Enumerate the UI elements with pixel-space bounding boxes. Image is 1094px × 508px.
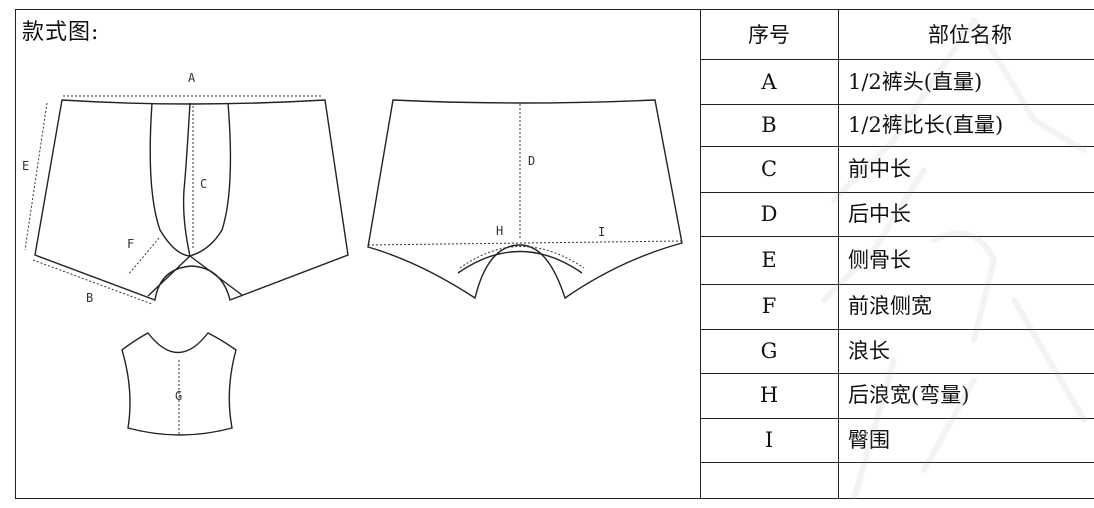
row-code: E (761, 248, 777, 272)
measure-line-B (32, 259, 153, 305)
row-code: F (761, 294, 777, 318)
row-line (700, 284, 1094, 285)
label-F: F (127, 237, 134, 251)
front-seam (182, 102, 191, 257)
measure-line-F (127, 237, 160, 276)
gusset-outline (121, 332, 237, 436)
label-G: G (175, 389, 182, 403)
label-C: C (200, 177, 207, 191)
measure-line-E (24, 102, 48, 251)
row-line (700, 373, 1094, 374)
garment-sketch: A E C F B D H I G (22, 71, 683, 436)
row-name: 前浪侧宽 (848, 294, 932, 318)
row-line (700, 329, 1094, 330)
front-pouch (149, 102, 232, 257)
row-name: 1/2裤头(直量) (848, 70, 983, 94)
row-code: I (764, 428, 774, 452)
row-line (700, 418, 1094, 419)
divider-code-name (838, 9, 839, 499)
row-line (700, 146, 1094, 147)
row-line (700, 462, 1094, 463)
row-line (700, 192, 1094, 193)
row-name: 臀围 (848, 428, 890, 452)
row-name: 浪长 (848, 339, 890, 363)
sketch-title: 款式图: (22, 20, 100, 45)
row-code: B (761, 113, 777, 137)
measure-line-I (367, 240, 683, 246)
row-name: 前中长 (848, 157, 911, 181)
row-code: G (760, 339, 778, 363)
label-A: A (188, 71, 196, 85)
row-code: A (761, 70, 777, 94)
row-line (700, 236, 1094, 237)
back-outline (367, 99, 683, 300)
back-gusset-seam (457, 250, 583, 274)
row-code: C (760, 157, 778, 181)
row-code: H (759, 383, 779, 407)
label-D: D (528, 154, 535, 168)
divider-drawing-table (700, 9, 701, 499)
label-E: E (22, 159, 29, 173)
header-name: 部位名称 (928, 23, 1012, 47)
watermark-strokes (821, 17, 1087, 499)
measure-line-H (459, 246, 585, 269)
row-line-header (700, 59, 1094, 60)
row-name: 1/2裤比长(直量) (848, 113, 1004, 137)
row-name: 后中长 (848, 202, 911, 226)
row-code: D (760, 202, 778, 226)
label-B: B (86, 291, 93, 305)
row-line (700, 104, 1094, 105)
front-outline (34, 99, 349, 301)
front-gusset-edge (189, 255, 243, 296)
left-border (15, 9, 16, 499)
label-H: H (496, 224, 503, 238)
top-border (15, 9, 1094, 10)
front-gusset-edge (147, 255, 191, 297)
label-I: I (598, 225, 605, 239)
row-name: 侧骨长 (848, 248, 911, 272)
header-code: 序号 (748, 23, 790, 47)
row-name: 后浪宽(弯量) (848, 383, 970, 407)
